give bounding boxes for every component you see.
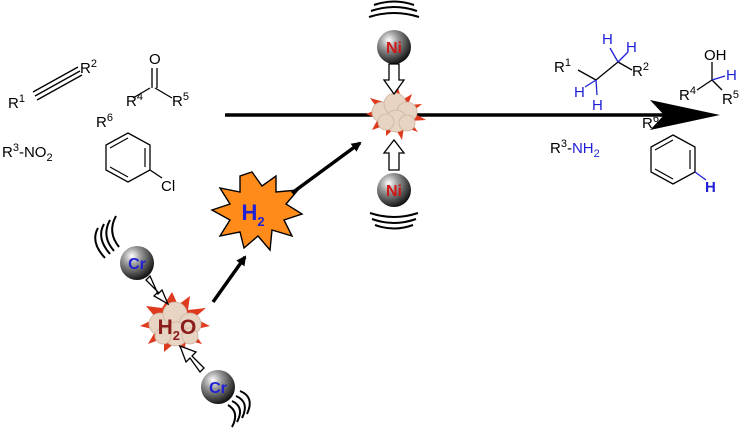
svg-text:R1: R1 xyxy=(554,57,571,76)
nitro-compound: R3-NO2 xyxy=(2,142,53,164)
arene-product-structure: R6 H xyxy=(642,113,716,196)
alcohol-r4: R xyxy=(679,87,690,104)
h2o-o: O xyxy=(180,316,196,339)
alkane-h2: H xyxy=(626,39,637,56)
ni-burst-cloud xyxy=(366,88,426,140)
arene-prod-r6-sup: 6 xyxy=(653,113,659,125)
svg-text:H2O: H2O xyxy=(158,316,197,343)
benzene-ring xyxy=(105,132,151,183)
alcohol-r5: R xyxy=(722,91,733,108)
ketone-o: O xyxy=(149,51,161,68)
svg-text:R4: R4 xyxy=(679,85,696,104)
ni-sphere-top: Ni xyxy=(368,0,420,96)
amine-r: R xyxy=(550,140,561,157)
cr-label-bottom: Cr xyxy=(209,380,227,397)
alkane-r1: R xyxy=(554,59,565,76)
ketone-structure: O R4 R5 xyxy=(126,51,189,110)
ketone-r5-sup: 5 xyxy=(183,91,189,103)
alkyne-r1: R xyxy=(8,95,19,112)
ni-label-bottom: Ni xyxy=(386,183,402,200)
ni-sphere-bottom: Ni xyxy=(369,138,419,230)
svg-text:R6: R6 xyxy=(642,113,659,132)
h2o-h: H xyxy=(158,316,173,339)
alcohol-r5-sup: 5 xyxy=(733,89,739,101)
nitro-r: R xyxy=(2,144,13,161)
alcohol-h: H xyxy=(726,67,737,84)
nitro-group: -NO xyxy=(19,144,47,161)
arene-prod-h: H xyxy=(705,179,716,196)
alkane-r2: R xyxy=(632,63,643,80)
alkyne-structure: R1 R2 xyxy=(8,58,97,112)
amine-nh: NH xyxy=(572,140,594,157)
cr-sphere-top: Cr xyxy=(94,215,170,306)
nitro-sup: 3 xyxy=(13,142,19,154)
ketone-r4-sup: 4 xyxy=(137,91,143,103)
cr-label-top: Cr xyxy=(128,256,146,273)
amine-dash: - xyxy=(567,140,572,157)
svg-text:R1: R1 xyxy=(8,93,25,112)
arrow-h2o-to-h2 xyxy=(211,255,247,304)
alkyne-r2-sup: 2 xyxy=(91,58,97,70)
alcohol-r4-sup: 4 xyxy=(690,85,696,97)
alkane-r2-sup: 2 xyxy=(643,61,649,73)
svg-text:H2: H2 xyxy=(241,200,264,229)
arene-cl: Cl xyxy=(161,178,175,195)
alkyne-r2: R xyxy=(80,60,91,77)
alkane-h1: H xyxy=(602,31,613,48)
h2-base: H xyxy=(241,200,257,225)
ni-label-top: Ni xyxy=(386,40,402,57)
ketone-r5: R xyxy=(172,93,183,110)
svg-text:R5: R5 xyxy=(172,91,189,110)
benzene-ring-product xyxy=(650,134,696,185)
arene-r6: R xyxy=(96,114,107,131)
alkane-h4: H xyxy=(592,97,603,114)
alkyne-r1-sup: 1 xyxy=(19,93,25,105)
reaction-arrow xyxy=(225,100,720,130)
chloroarene-structure: R6 Cl xyxy=(96,112,175,195)
h2o-sub: 2 xyxy=(173,328,180,343)
ketone-r4: R xyxy=(126,93,137,110)
svg-text:R2: R2 xyxy=(632,61,649,80)
h2-sub: 2 xyxy=(257,214,264,229)
svg-text:R6: R6 xyxy=(96,112,113,131)
svg-text:R2: R2 xyxy=(80,58,97,77)
alkane-r1-sup: 1 xyxy=(565,57,571,69)
h2o-burst-cloud: H2O xyxy=(140,292,210,354)
alkane-structure: R1 H H H H R2 xyxy=(554,31,649,114)
amine-sub: 2 xyxy=(594,148,600,160)
cr-sphere-bottom: Cr xyxy=(178,344,251,428)
svg-text:R5: R5 xyxy=(722,89,739,108)
alcohol-oh: OH xyxy=(704,47,727,64)
h2-star: H2 xyxy=(210,171,304,252)
alcohol-structure: OH H R4 R5 xyxy=(679,47,739,108)
svg-text:R4: R4 xyxy=(126,91,143,110)
arene-prod-r6: R xyxy=(642,115,653,132)
amine-compound: R3-NH2 xyxy=(550,138,600,160)
amine-sup: 3 xyxy=(561,138,567,150)
arrow-h2-to-ni xyxy=(290,141,362,195)
nitro-sub: 2 xyxy=(46,152,52,164)
alkane-h3: H xyxy=(574,84,585,101)
arene-r6-sup: 6 xyxy=(107,112,113,124)
